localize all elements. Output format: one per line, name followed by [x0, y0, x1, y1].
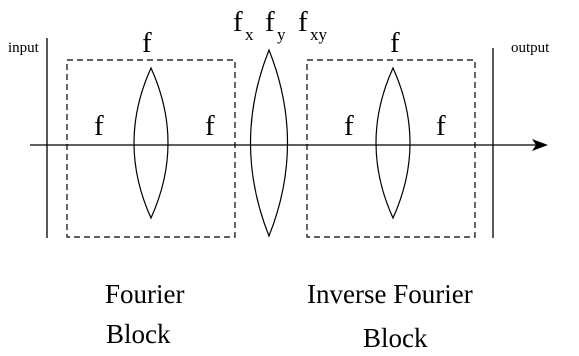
- inverse-fourier-lens: [375, 66, 411, 220]
- optical-axis-arrowhead: [532, 139, 548, 151]
- inverse-caption-line2: Block: [363, 323, 428, 353]
- fourier-lens: [133, 66, 169, 220]
- output-label: output: [511, 40, 550, 56]
- fy-label: f: [265, 6, 275, 38]
- fourier-caption-line2: Block: [106, 319, 171, 349]
- filter-lens: [249, 48, 289, 238]
- fourier-block-box: [66, 59, 236, 238]
- fxy-label: f: [298, 6, 308, 38]
- fourier-focal-top-label: f: [142, 27, 152, 59]
- fy-subscript: y: [277, 25, 286, 44]
- fxy-subscript: xy: [310, 25, 328, 44]
- fourier-caption-line1: Fourier: [105, 279, 184, 309]
- fx-label: f: [233, 6, 243, 38]
- fourier-focal-right-label: f: [205, 110, 215, 142]
- fx-subscript: x: [245, 25, 254, 44]
- fourier-focal-left-label: f: [94, 110, 104, 142]
- inverse-focal-top-label: f: [390, 27, 400, 59]
- input-label: input: [8, 40, 40, 56]
- inverse-focal-left-label: f: [344, 110, 354, 142]
- inverse-caption-line1: Inverse Fourier: [307, 279, 473, 309]
- inverse-focal-right-label: f: [436, 110, 446, 142]
- inverse-fourier-block-box: [306, 59, 476, 238]
